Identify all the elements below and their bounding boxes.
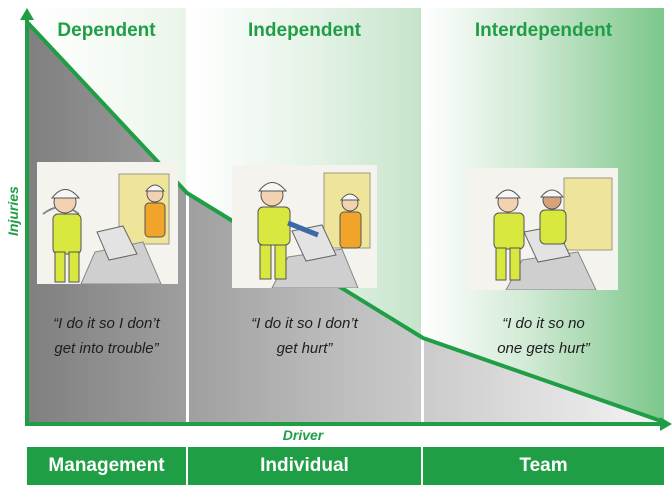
quote-independent-line-1: “I do it so I don’t [251, 315, 358, 332]
worker-illustration-interdependent [466, 168, 618, 290]
y-axis-label: Injuries [5, 186, 21, 236]
heading-independent: Independent [248, 20, 361, 41]
quote-independent-line-2: get hurt” [276, 340, 333, 357]
quote-dependent: “I do it so I don’t get into trouble” [27, 311, 186, 361]
quote-interdependent: “I do it so no one gets hurt” [423, 311, 664, 361]
quote-dependent-line-1: “I do it so I don’t [53, 315, 160, 332]
quote-interdependent-line-2: one gets hurt” [497, 340, 590, 357]
quote-interdependent-line-1: “I do it so no [502, 315, 585, 332]
separator-1 [186, 8, 189, 422]
worker-illustration-independent [232, 165, 377, 288]
quote-dependent-line-2: get into trouble” [54, 340, 159, 357]
driver-bar-management: Management [27, 447, 186, 485]
y-axis-arrow-icon [20, 8, 34, 20]
driver-bar-individual: Individual [188, 447, 421, 485]
x-axis-label: Driver [282, 427, 324, 443]
heading-dependent: Dependent [57, 20, 156, 41]
x-axis-arrow-icon [660, 417, 672, 431]
worker-illustration-dependent [37, 162, 178, 284]
quote-independent: “I do it so I don’t get hurt” [188, 311, 421, 361]
separator-2 [421, 8, 424, 422]
driver-bar-team: Team [423, 447, 664, 485]
heading-interdependent: Interdependent [474, 20, 613, 41]
